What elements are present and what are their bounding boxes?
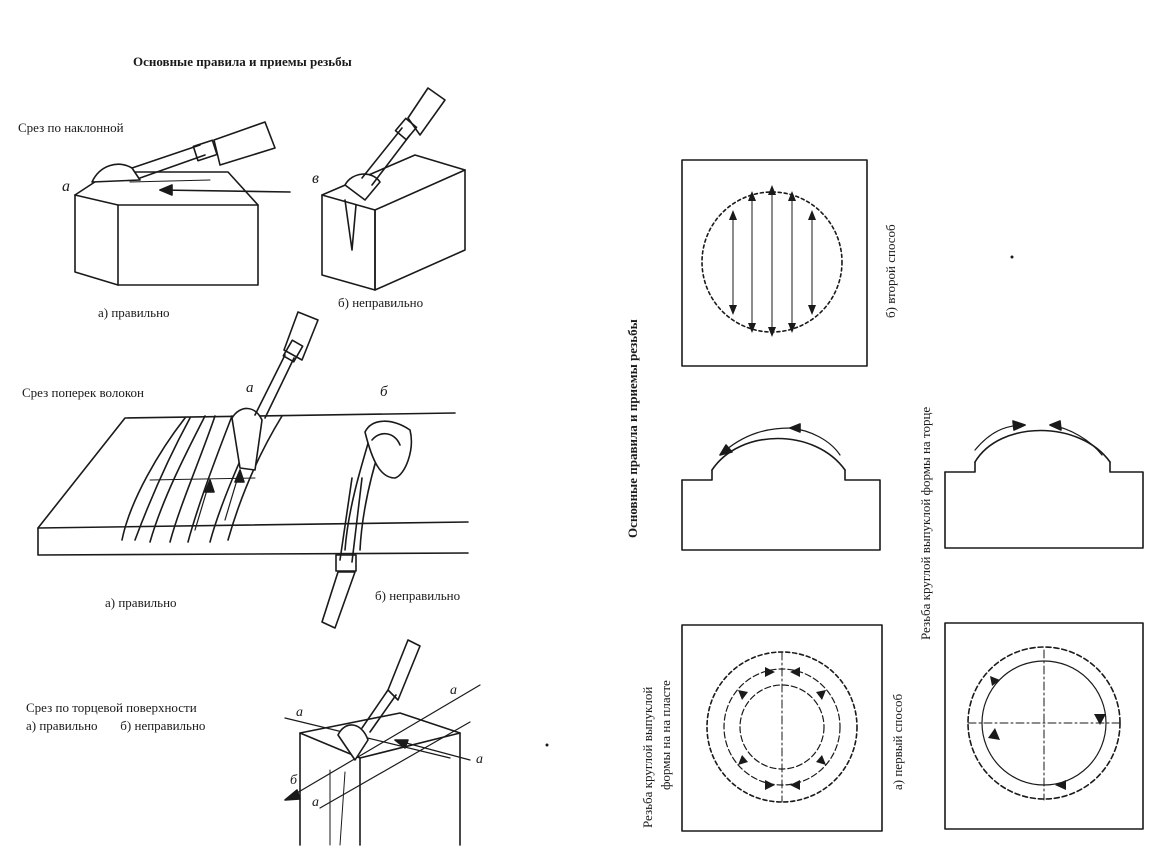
section2-caption-correct: а) правильно [105,595,177,610]
label-end-face: Резьба круглой выпуклой формы на торце [918,406,933,640]
section1-heading: Срез по наклонной [18,120,124,135]
left-title: Основные правила и приемы резьбы [133,54,352,69]
chisel-across-correct [232,312,318,470]
section3-letter-a2: а [450,683,457,698]
section3-letter-a4: а [312,795,319,810]
section3-letter-b: б [290,773,298,788]
right-vertical-title: Основные правила и приемы резьбы [625,319,640,538]
section2-marker-a: а [246,380,254,396]
section3-letter-a3: а [476,752,483,767]
section1-marker-b: в [312,170,319,187]
panel-second-method [682,160,867,366]
section3-letter-a1: а [296,705,303,720]
section1-marker-a: а [62,178,70,195]
hand-across-wrong [365,421,411,478]
chisel-slanted-wrong [345,88,445,200]
label-first-method: а) первый способ [890,693,905,790]
block-slanted-correct [75,172,258,285]
speck [1010,255,1014,259]
section1-caption-wrong: б) неправильно [338,295,424,310]
section2-marker-b: б [380,384,388,400]
section2-heading: Срез поперек волокон [22,385,144,400]
section3-heading: Срез по торцевой поверхности [26,700,197,715]
chisel-slanted-correct [92,122,275,182]
label-second-method: б) второй способ [883,224,898,318]
panel-first-method [682,625,882,831]
cube-end-face [285,640,480,845]
profile-dome-right [945,421,1143,548]
arrow-slanted-correct [160,185,290,195]
section2-caption-wrong: б) неправильно [375,588,461,603]
panel-end-face-rings [945,623,1143,829]
profile-dome-left [682,424,880,550]
speck [545,743,549,747]
label-plate-line1: Резьба круглой выпуклой [640,686,655,828]
section1-caption-correct: а) правильно [98,305,170,320]
label-plate-line2: формы на на пласте [658,680,673,790]
block-slanted-wrong [322,155,465,290]
chisel-across-wrong [322,478,362,628]
section3-caption: а) правильно б) неправильно [26,718,206,733]
